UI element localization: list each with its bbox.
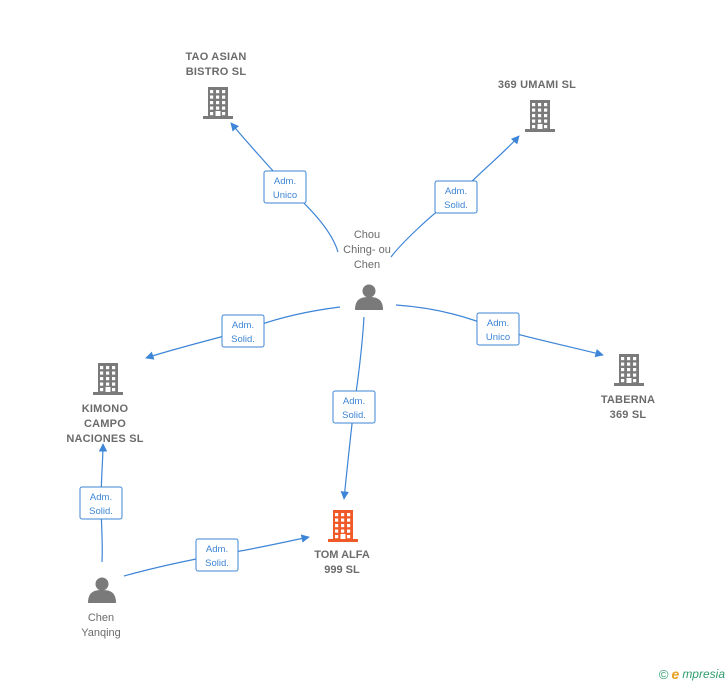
edge-chou-tom[interactable]: Adm. Solid. bbox=[332, 316, 376, 500]
role-label: Solid. bbox=[205, 558, 229, 569]
brand-letter: e bbox=[671, 666, 680, 682]
company-name: TOM ALFA bbox=[314, 549, 370, 561]
company-name: 999 SL bbox=[324, 564, 360, 576]
node-tom[interactable]: TOM ALFA 999 SL bbox=[314, 510, 370, 576]
role-label: Unico bbox=[486, 332, 510, 343]
role-label: Adm. bbox=[274, 176, 296, 187]
person-icon bbox=[88, 577, 116, 603]
edge-yanqing-tom[interactable]: Adm. Solid. bbox=[123, 534, 310, 577]
person-icon bbox=[355, 284, 383, 310]
company-name: CAMPO bbox=[84, 418, 126, 430]
role-label: Adm. bbox=[232, 320, 254, 331]
role-label: Adm. bbox=[343, 396, 365, 407]
role-badge[interactable] bbox=[195, 538, 239, 572]
brand-name: mpresia bbox=[682, 667, 725, 681]
person-name: Yanqing bbox=[81, 627, 121, 639]
node-tao[interactable]: TAO ASIAN BISTRO SL bbox=[185, 51, 246, 119]
building-icon bbox=[328, 510, 358, 542]
node-taberna[interactable]: TABERNA 369 SL bbox=[601, 354, 655, 421]
company-name: 369 SL bbox=[610, 409, 647, 421]
company-name: TAO ASIAN bbox=[185, 51, 246, 63]
building-icon bbox=[93, 363, 123, 395]
person-name: Ching- ou bbox=[343, 244, 391, 256]
building-icon bbox=[525, 100, 555, 132]
role-badge[interactable] bbox=[434, 180, 478, 214]
role-label: Solid. bbox=[89, 506, 113, 517]
edge-chou-umami[interactable]: Adm. Solid. bbox=[390, 135, 520, 258]
role-badge[interactable] bbox=[221, 314, 265, 348]
edge-chou-tao[interactable]: Adm. Unico bbox=[230, 122, 339, 253]
node-kimono[interactable]: KIMONO CAMPO NACIONES SL bbox=[66, 363, 144, 445]
role-label: Solid. bbox=[342, 410, 366, 421]
person-name: Chou bbox=[354, 229, 380, 241]
role-badge[interactable] bbox=[79, 486, 123, 520]
node-umami[interactable]: 369 UMAMI SL bbox=[498, 79, 576, 132]
role-badge[interactable] bbox=[263, 170, 307, 204]
company-name: 369 UMAMI SL bbox=[498, 79, 576, 91]
company-name: BISTRO SL bbox=[186, 66, 247, 78]
role-label: Adm. bbox=[206, 544, 228, 555]
company-name: NACIONES SL bbox=[66, 433, 143, 445]
role-label: Adm. bbox=[487, 318, 509, 329]
nodes-layer: TAO ASIAN BISTRO SL 369 UMAMI SL ChouChing-… bbox=[66, 51, 655, 639]
edge-chou-taberna[interactable]: Adm. Unico bbox=[395, 304, 604, 358]
role-badge[interactable] bbox=[332, 390, 376, 424]
person-name: Chen bbox=[88, 612, 114, 624]
company-name: KIMONO bbox=[82, 403, 129, 415]
role-label: Unico bbox=[273, 190, 297, 201]
edge-chou-kimono[interactable]: Adm. Solid. bbox=[145, 306, 341, 360]
company-name: TABERNA bbox=[601, 394, 655, 406]
role-badge[interactable] bbox=[476, 312, 520, 346]
role-label: Solid. bbox=[231, 334, 255, 345]
copyright-symbol: © bbox=[658, 666, 669, 682]
role-label: Adm. bbox=[90, 492, 112, 503]
building-icon bbox=[203, 87, 233, 119]
person-name: Chen bbox=[354, 259, 380, 271]
edge-yanqing-kimono[interactable]: Adm. Solid. bbox=[79, 443, 123, 563]
role-label: Adm. bbox=[445, 186, 467, 197]
role-label: Solid. bbox=[444, 200, 468, 211]
building-icon bbox=[614, 354, 644, 386]
